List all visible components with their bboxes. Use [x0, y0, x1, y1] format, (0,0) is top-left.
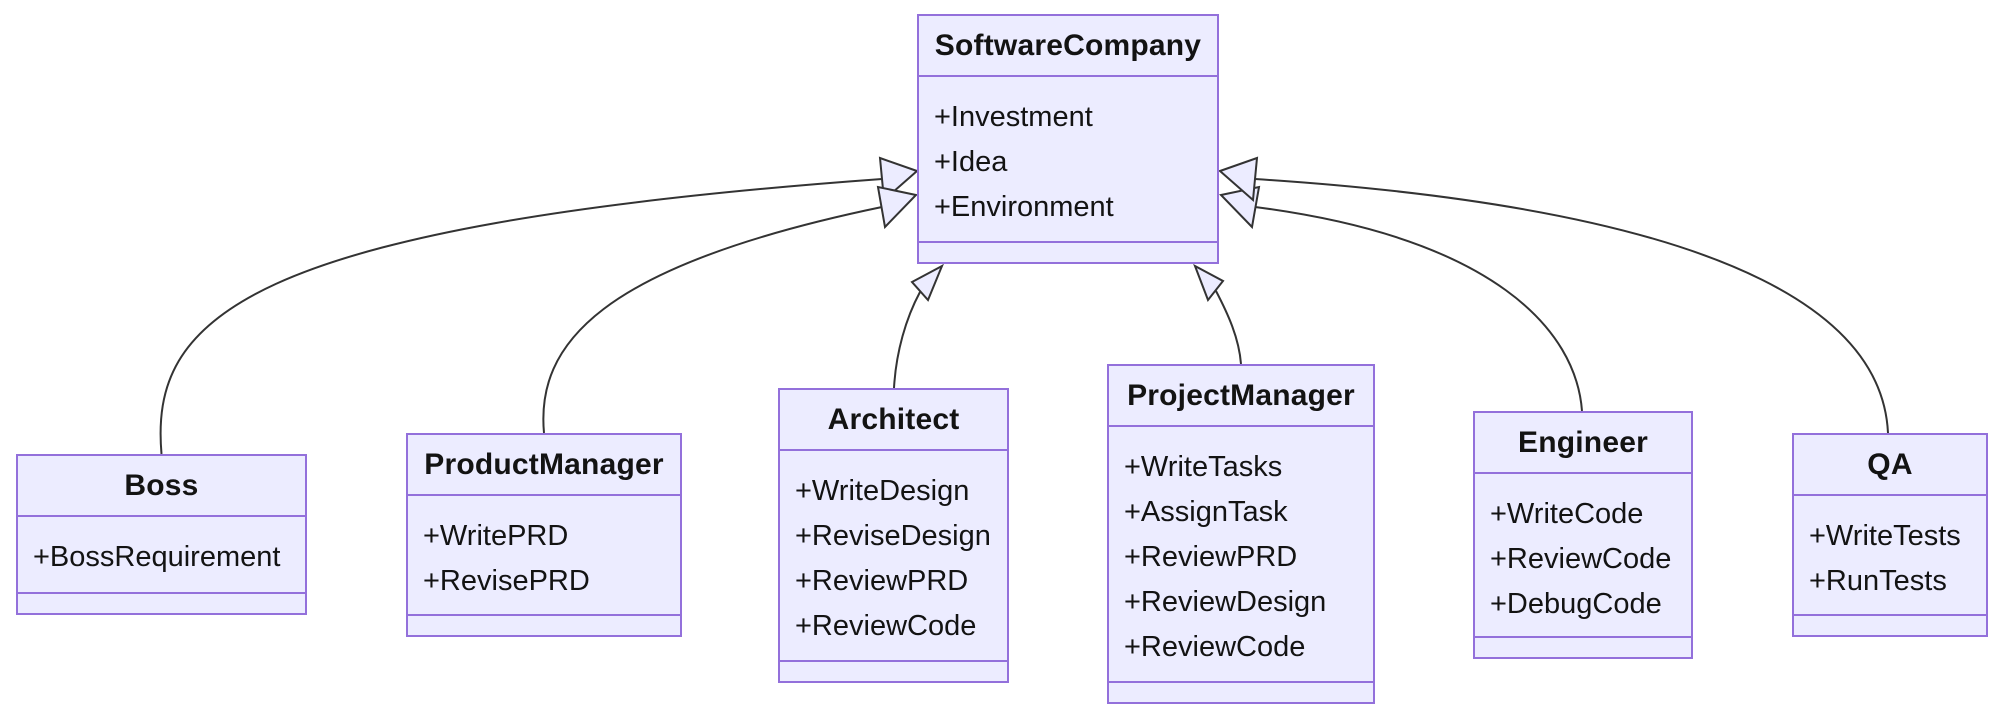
class-methods-empty	[1475, 636, 1691, 657]
class-attribute: +WriteCode	[1490, 498, 1644, 530]
class-attribute: +RevisePRD	[423, 565, 590, 597]
class-methods-empty	[1794, 614, 1986, 635]
class-attribute: +WriteTests	[1809, 520, 1961, 552]
class-attribute: +WriteTasks	[1124, 451, 1283, 483]
inheritance-arrowhead-productmanager	[876, 185, 918, 230]
class-attribute: +ReviewDesign	[1124, 586, 1327, 618]
class-boss: Boss +BossRequirement	[16, 454, 307, 615]
class-softwarecompany: SoftwareCompany +Investment +Idea +Envir…	[917, 14, 1219, 264]
class-attribute: +ReviewCode	[1490, 543, 1672, 575]
class-attribute: +WritePRD	[423, 520, 569, 552]
inheritance-edge-engineer	[1254, 206, 1583, 412]
class-title: QA	[1794, 435, 1986, 496]
class-attribute: +Idea	[934, 146, 1008, 178]
class-attributes: +WriteCode +ReviewCode +DebugCode	[1475, 474, 1691, 636]
class-title: ProductManager	[408, 435, 680, 496]
class-attribute: +WriteDesign	[795, 475, 970, 507]
class-attribute: +ReviewPRD	[1124, 541, 1298, 573]
class-attribute: +ReviewCode	[795, 610, 977, 642]
inheritance-arrowhead-architect	[910, 263, 944, 302]
class-title: SoftwareCompany	[919, 16, 1217, 77]
class-methods-empty	[408, 614, 680, 635]
class-attribute: +ReviewPRD	[795, 565, 969, 597]
class-attributes: +WritePRD +RevisePRD	[408, 496, 680, 614]
class-attribute: +AssignTask	[1124, 496, 1288, 528]
class-attribute: +DebugCode	[1490, 588, 1662, 620]
class-attributes: +BossRequirement	[18, 517, 305, 592]
class-title: Engineer	[1475, 413, 1691, 474]
class-attribute: +Environment	[934, 191, 1114, 223]
class-attributes: +WriteDesign +ReviseDesign +ReviewPRD +R…	[780, 451, 1007, 660]
class-methods-empty	[780, 660, 1007, 681]
class-attribute: +Investment	[934, 101, 1093, 133]
inheritance-edge-boss	[159, 178, 883, 455]
class-attribute: +ReviseDesign	[795, 520, 991, 552]
class-methods-empty	[919, 241, 1217, 262]
class-qa: QA +WriteTests +RunTests	[1792, 433, 1988, 637]
class-attribute: +ReviewCode	[1124, 631, 1306, 663]
class-title: Architect	[780, 390, 1007, 451]
class-attributes: +WriteTests +RunTests	[1794, 496, 1986, 614]
class-title: ProjectManager	[1109, 366, 1373, 427]
class-attribute: +BossRequirement	[33, 541, 281, 573]
class-productmanager: ProductManager +WritePRD +RevisePRD	[406, 433, 682, 637]
inheritance-edge-projectmanager	[1215, 290, 1242, 365]
class-methods-empty	[18, 592, 305, 613]
inheritance-arrowhead-projectmanager	[1193, 263, 1225, 303]
inheritance-edge-architect	[893, 291, 921, 389]
class-title: Boss	[18, 456, 305, 517]
class-methods-empty	[1109, 681, 1373, 702]
inheritance-edge-qa	[1254, 178, 1889, 434]
class-attributes: +Investment +Idea +Environment	[919, 77, 1217, 241]
class-attribute: +RunTests	[1809, 565, 1947, 597]
inheritance-arrowhead-qa	[1218, 156, 1259, 203]
class-attributes: +WriteTasks +AssignTask +ReviewPRD +Revi…	[1109, 427, 1373, 681]
class-projectmanager: ProjectManager +WriteTasks +AssignTask +…	[1107, 364, 1375, 704]
inheritance-edge-productmanager	[542, 206, 883, 434]
class-architect: Architect +WriteDesign +ReviseDesign +Re…	[778, 388, 1009, 683]
class-engineer: Engineer +WriteCode +ReviewCode +DebugCo…	[1473, 411, 1693, 659]
